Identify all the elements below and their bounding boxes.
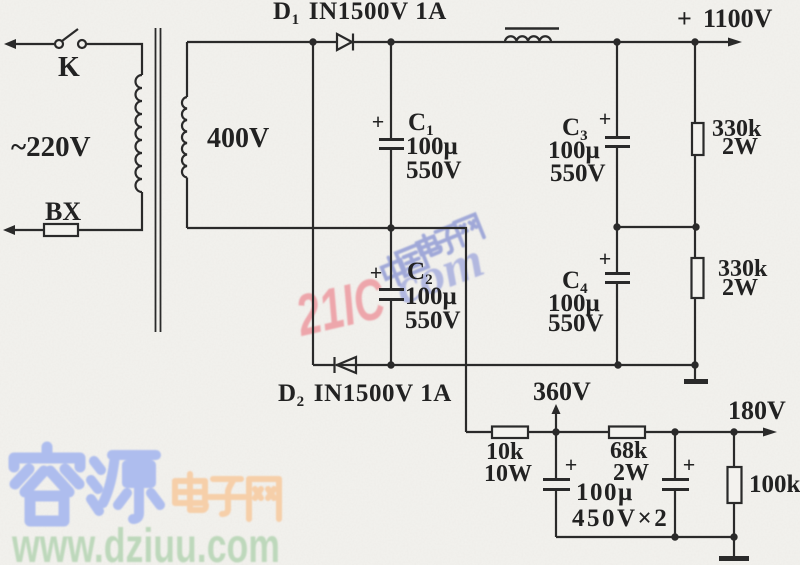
- hv-arrow-icon: [728, 37, 742, 47]
- watermark-dzw: [172, 471, 282, 522]
- filter-cap2-plus: +: [683, 452, 696, 477]
- switch-lever: [61, 28, 79, 42]
- output-hv-plus: +: [677, 4, 692, 33]
- cap1-plates: [379, 138, 404, 150]
- filter-caps-voltage: 450V×2: [572, 505, 669, 532]
- tap-360-label: 360V: [533, 377, 591, 406]
- cap3-plus: +: [599, 106, 612, 131]
- wm-char-rong: [8, 441, 86, 527]
- res-10k-power: 10W: [484, 461, 532, 487]
- out180-arrow-icon: [763, 427, 777, 437]
- transformer-primary-coil: [134, 73, 143, 194]
- res-330k-lower-power: 2W: [722, 275, 758, 301]
- cap2-plates: [379, 288, 404, 301]
- wm-char-dian2: [172, 471, 209, 513]
- wire-switch-to-xfmr: [86, 42, 144, 75]
- cap2-value: 100μ: [405, 283, 457, 310]
- cap4-plus: +: [599, 246, 612, 271]
- cap1-voltage: 550V: [406, 157, 462, 184]
- cap4-voltage: 550V: [548, 310, 604, 337]
- wm-char-wang2: [246, 476, 282, 522]
- cap4-name: C4: [562, 267, 588, 297]
- cap3-plates: [605, 136, 630, 148]
- cap3-name: C3: [562, 114, 588, 144]
- cap4-value: 100μ: [548, 290, 600, 317]
- switch-contact-left: [53, 38, 65, 50]
- res-10k-value: 10k: [486, 439, 524, 465]
- output-hv-value: 1100V: [703, 4, 773, 33]
- output-180-label: 180V: [728, 396, 786, 425]
- cap6-plates: [662, 478, 689, 491]
- res-68k-value: 68k: [610, 438, 648, 464]
- res-330k-lower-value: 330k: [718, 256, 768, 282]
- res-330k-upper-power: 2W: [722, 134, 758, 160]
- watermark-rongyuan: [8, 441, 165, 527]
- fuse-label: BX: [45, 197, 81, 226]
- filter-caps-value: 100μ: [576, 479, 634, 506]
- watermark-layer: 21IC com: [8, 211, 491, 565]
- cap1-name: C1: [408, 109, 434, 139]
- res-68k-body: [607, 425, 647, 440]
- res-10k-body: [490, 425, 530, 440]
- cap2-plus: +: [370, 260, 383, 285]
- transformer-core: [154, 28, 162, 332]
- diode2-symbol: [333, 355, 358, 375]
- cap5-plates: [543, 478, 570, 491]
- watermark-url: www.dziuu.com: [11, 520, 280, 565]
- wm-char-zi2: [206, 476, 248, 517]
- inductor-coil: [503, 35, 553, 43]
- switch-label: K: [58, 52, 80, 83]
- junction-dots: [309, 38, 738, 541]
- cap3-voltage: 550V: [550, 160, 606, 187]
- cap1-value: 100μ: [406, 133, 458, 160]
- diode1-symbol: [335, 32, 355, 52]
- wire-primary-bottom: [78, 192, 144, 232]
- cap2-name: C2: [407, 258, 433, 288]
- cap4-plates: [605, 272, 630, 284]
- secondary-label: 400V: [207, 123, 269, 154]
- circuit-layer: [3, 27, 777, 561]
- res-330k-lower-body: [690, 256, 705, 300]
- ac-arrow-bottom-icon: [3, 225, 15, 235]
- cap1-plus: +: [372, 109, 385, 134]
- res-100k-body: [726, 465, 743, 505]
- res-330k-upper-value: 330k: [712, 116, 762, 142]
- filter-cap1-plus: +: [565, 452, 578, 477]
- wm-char-guo: [393, 241, 431, 279]
- res-330k-upper-body: [690, 121, 705, 157]
- wm-char-yuan: [86, 450, 165, 524]
- wm-char-dian: [414, 233, 443, 258]
- mains-label: ~220V: [11, 131, 91, 163]
- cap2-voltage: 550V: [405, 307, 461, 334]
- res-68k-power: 2W: [613, 460, 649, 486]
- tap360-arrow-icon: [551, 404, 561, 414]
- cap3-value: 100μ: [548, 137, 600, 164]
- res-100k-value: 100k: [749, 471, 800, 498]
- ac-arrow-top-icon: [4, 39, 16, 49]
- transformer-secondary-coil: [180, 95, 188, 179]
